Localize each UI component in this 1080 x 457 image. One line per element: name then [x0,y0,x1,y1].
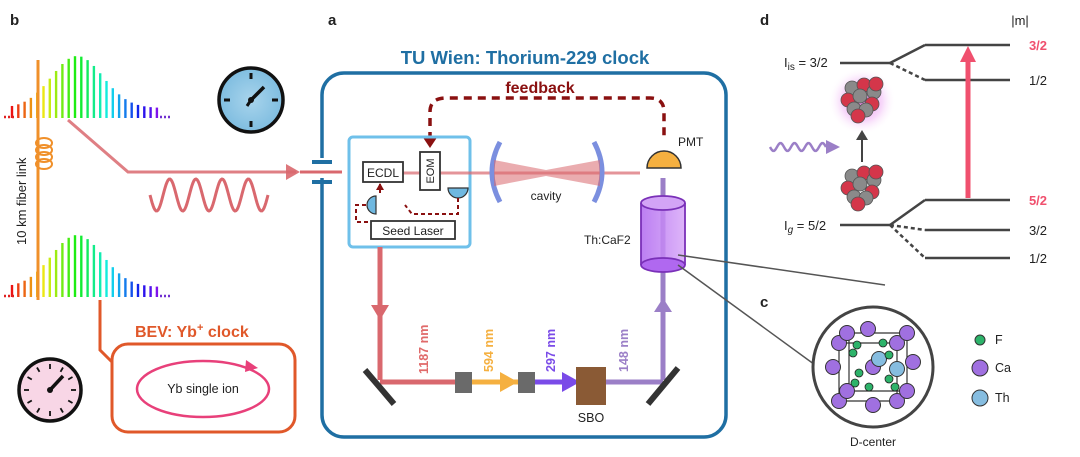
legend-f-swatch [974,334,986,346]
upper-level-3-2-label: 3/2 [1029,38,1047,53]
fiber-coil-icon [35,137,53,170]
photon-wave [768,141,828,153]
frequency-comb-top [4,56,170,119]
beam-arrow [286,164,300,180]
clock-icon-blue [217,66,285,134]
ecdl-box [362,161,404,183]
internal-feedback-2 [355,204,372,223]
mirror-right [645,366,681,406]
fiber-link-label: 10 km fiber link [14,157,29,245]
panel-letter-b: b [10,12,19,29]
shg-crystal-1 [455,372,472,393]
pmt-label: PMT [678,135,704,149]
wavelength-297: 297 nm [544,329,558,372]
lower-level-3-2-label: 3/2 [1029,223,1047,238]
crystal-label: Th:CaF2 [584,233,631,247]
cavity-mode-right [546,160,600,186]
photodiode-2-icon [366,195,377,215]
wavelength-594: 594 nm [482,329,496,372]
eom-box [419,151,441,191]
panel-c: D-center F Ca Th [811,305,1011,449]
uv-beam-arrow [654,298,672,312]
lower-level-5-2-label: 5/2 [1029,193,1047,208]
ion-label: Yb single ion [167,382,239,396]
bev-clock-title: BEV: Yb+ clock [135,322,249,341]
ecdl-label: ECDL [367,166,399,180]
feedback-label: feedback [505,80,574,97]
eom-label: EOM [425,158,437,183]
cavity-mirror-left [489,140,503,204]
comb-beam [67,118,296,174]
lower-level-1-2-label: 1/2 [1029,251,1047,266]
sbo-label: SBO [578,411,605,425]
ground-nucleus-icon [840,164,884,212]
lower-state-label: Ig = 5/2 [784,218,826,236]
panel-a-title: TU Wien: Thorium-229 clock [401,47,650,68]
clock-icon-pink [17,357,83,423]
laser-enclosure [347,135,472,249]
wavelength-148: 148 nm [617,329,631,372]
upper-level-1-2-label: 1/2 [1029,73,1047,88]
sbo-crystal [576,367,606,405]
zoom-line-top [677,254,886,286]
crystal-top [640,195,686,211]
excitation-arrow [856,130,868,140]
cavity-mirror-right [591,140,605,204]
crystal-body [641,203,685,265]
seed-beam-arrow [371,305,389,320]
ion-orbit [135,359,271,419]
legend-f-label: F [995,333,1003,347]
feedback-arrow [422,136,438,148]
pmt-icon [646,150,682,169]
panel-letter-c: c [760,294,768,311]
panel-b: 10 km fiber link BEV: Yb+ clock [4,56,300,434]
internal-feedback-1 [404,198,459,215]
zoom-line-bottom [677,264,823,371]
feedback-path [428,96,666,140]
d-center-label: D-center [850,435,896,449]
cavity-label: cavity [531,189,562,203]
crystal-lattice [825,321,921,413]
light-wave [148,177,270,213]
panel-a: TU Wien: Thorium-229 clock feedback ECDL… [300,47,886,439]
legend-ca-label: Ca [995,361,1011,375]
panel-letter-a: a [328,12,337,29]
ion-orbit-arrow [245,360,258,372]
legend-th-label: Th [995,391,1010,405]
legend-th-swatch [971,389,989,407]
legend-ca-swatch [971,359,989,377]
bev-clock-box [110,342,297,434]
bev-link-line [98,300,114,364]
cavity-mode-left [494,160,546,186]
upper-state-label: Iis = 3/2 [784,55,828,73]
panel-d: |m| 3/2 1/2 Iis = 3/2 5/2 3/2 1/2 Ig = 5… [768,13,1047,266]
m-header: |m| [1011,13,1029,28]
photon-arrow [826,140,840,154]
seed-laser-box [370,220,456,240]
wavelength-1187: 1187 nm [417,325,431,374]
seed-laser-label: Seed Laser [382,224,443,238]
photodiode-1-icon [447,187,469,199]
panel-letter-d: d [760,12,769,29]
tu-wien-frame [320,71,728,439]
excited-nucleus-icon [840,76,884,124]
mirror-left [362,368,397,406]
shg-crystal-2 [518,372,535,393]
